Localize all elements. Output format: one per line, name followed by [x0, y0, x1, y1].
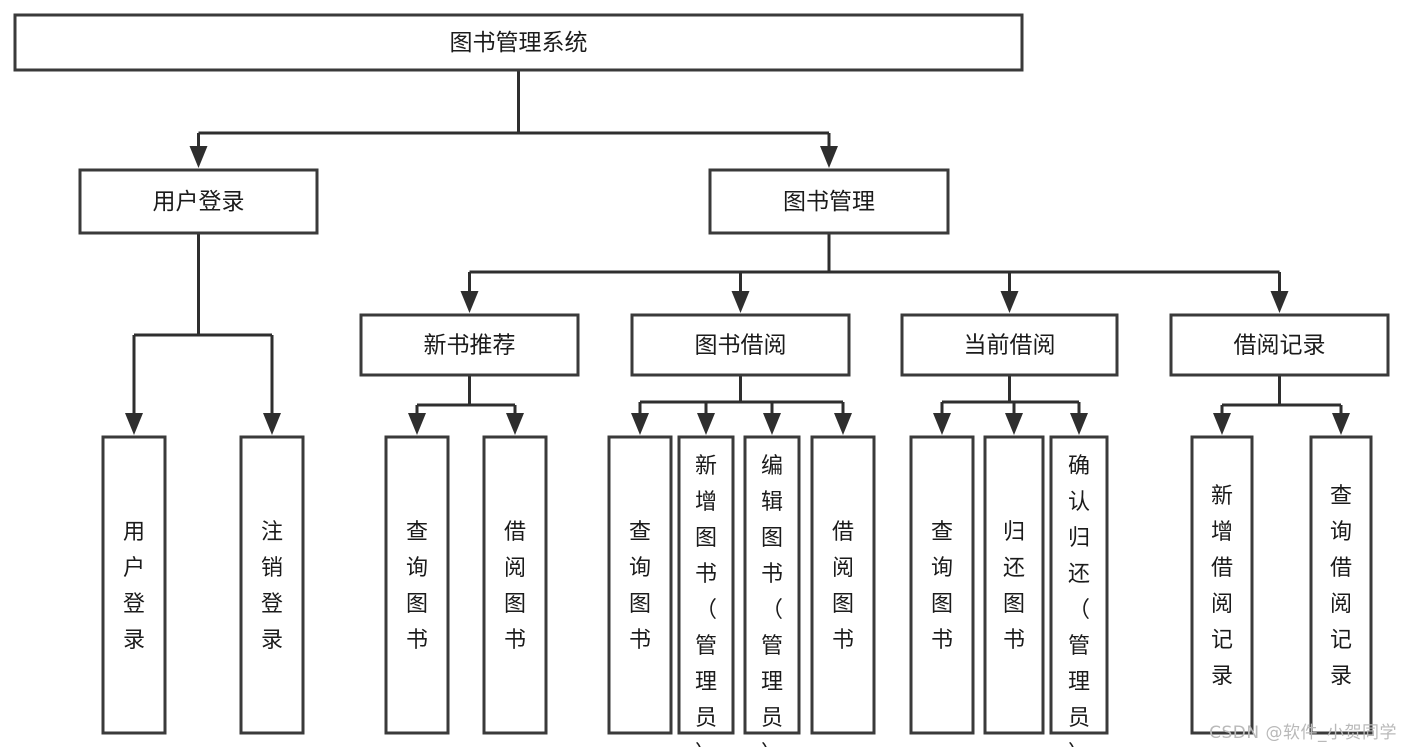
- arrow-head-icon: [1070, 413, 1088, 435]
- node-label: 查询图书: [629, 520, 651, 653]
- node-borrow[interactable]: 图书借阅: [630, 313, 851, 377]
- arrow-head-icon: [697, 413, 715, 435]
- node-box: [78, 168, 319, 235]
- arrow-head-icon: [1005, 413, 1023, 435]
- node-label: 用户登录: [123, 520, 145, 653]
- node-l9[interactable]: 查询图书: [909, 435, 975, 735]
- node-box: [1190, 435, 1254, 735]
- node-box: [708, 168, 950, 235]
- node-l11[interactable]: 确认归还（管理员）: [1049, 435, 1109, 747]
- node-box: [1169, 313, 1390, 377]
- arrow-head-icon: [1213, 413, 1231, 435]
- node-l3[interactable]: 查询图书: [384, 435, 450, 735]
- node-label: 用户登录: [153, 189, 245, 215]
- node-box: [1309, 435, 1373, 735]
- node-label: 借阅图书: [504, 520, 526, 653]
- node-box: [630, 313, 851, 377]
- node-box: [810, 435, 876, 735]
- arrow-head-icon: [834, 413, 852, 435]
- node-label: 借阅记录: [1234, 333, 1326, 359]
- node-label: 查询借阅记录: [1330, 484, 1352, 689]
- node-l2[interactable]: 注销登录: [239, 435, 305, 735]
- node-label: 归还图书: [1003, 520, 1025, 653]
- node-label: 新增图书（管理员）: [695, 454, 717, 747]
- node-newrec[interactable]: 新书推荐: [359, 313, 580, 377]
- node-box: [384, 435, 450, 735]
- arrow-head-icon: [460, 291, 479, 313]
- node-l4[interactable]: 借阅图书: [482, 435, 548, 735]
- node-box: [359, 313, 580, 377]
- arrow-head-icon: [1270, 291, 1289, 313]
- node-root[interactable]: 图书管理系统: [13, 13, 1024, 72]
- node-box: [607, 435, 673, 735]
- node-current[interactable]: 当前借阅: [900, 313, 1119, 377]
- node-label: 确认归还（管理员）: [1068, 454, 1090, 747]
- arrow-head-icon: [408, 413, 426, 435]
- node-box: [677, 435, 735, 735]
- node-box: [743, 435, 801, 735]
- node-label: 图书借阅: [695, 333, 787, 359]
- node-label: 图书管理: [783, 189, 875, 215]
- node-box: [239, 435, 305, 735]
- node-bookmgmt[interactable]: 图书管理: [708, 168, 950, 235]
- node-l7[interactable]: 编辑图书（管理员）: [743, 435, 801, 747]
- node-l8[interactable]: 借阅图书: [810, 435, 876, 735]
- node-box: [1049, 435, 1109, 735]
- node-box: [101, 435, 167, 735]
- node-layer: 图书管理系统用户登录图书管理新书推荐图书借阅当前借阅借阅记录用户登录注销登录查询…: [13, 13, 1390, 747]
- node-label: 图书管理系统: [450, 30, 588, 56]
- node-l10[interactable]: 归还图书: [983, 435, 1045, 735]
- node-label: 查询图书: [406, 520, 428, 653]
- node-box: [13, 13, 1024, 72]
- node-login[interactable]: 用户登录: [78, 168, 319, 235]
- arrow-head-icon: [763, 413, 781, 435]
- arrow-head-icon: [125, 413, 143, 435]
- node-records[interactable]: 借阅记录: [1169, 313, 1390, 377]
- node-l12[interactable]: 新增借阅记录: [1190, 435, 1254, 735]
- node-l1[interactable]: 用户登录: [101, 435, 167, 735]
- node-label: 新书推荐: [424, 333, 516, 359]
- node-label: 注销登录: [261, 520, 283, 653]
- watermark-label: CSDN @软件_小贺同学: [1209, 723, 1397, 743]
- node-label: 借阅图书: [832, 520, 854, 653]
- arrow-head-icon: [820, 146, 838, 168]
- arrow-head-icon: [731, 291, 750, 313]
- arrow-head-icon: [506, 413, 524, 435]
- node-l6[interactable]: 新增图书（管理员）: [677, 435, 735, 747]
- node-label: 新增借阅记录: [1211, 484, 1233, 689]
- arrow-head-icon: [1000, 291, 1019, 313]
- arrow-head-icon: [189, 146, 208, 168]
- arrow-head-icon: [1332, 413, 1350, 435]
- arrow-head-icon: [933, 413, 951, 435]
- connector-layer: [125, 70, 1350, 435]
- node-box: [482, 435, 548, 735]
- node-box: [909, 435, 975, 735]
- node-label: 当前借阅: [964, 333, 1056, 359]
- node-box: [983, 435, 1045, 735]
- node-label: 编辑图书（管理员）: [761, 454, 783, 747]
- node-l13[interactable]: 查询借阅记录: [1309, 435, 1373, 735]
- arrow-head-icon: [263, 413, 281, 435]
- node-l5[interactable]: 查询图书: [607, 435, 673, 735]
- arrow-head-icon: [631, 413, 649, 435]
- node-label: 查询图书: [931, 520, 953, 653]
- node-box: [900, 313, 1119, 377]
